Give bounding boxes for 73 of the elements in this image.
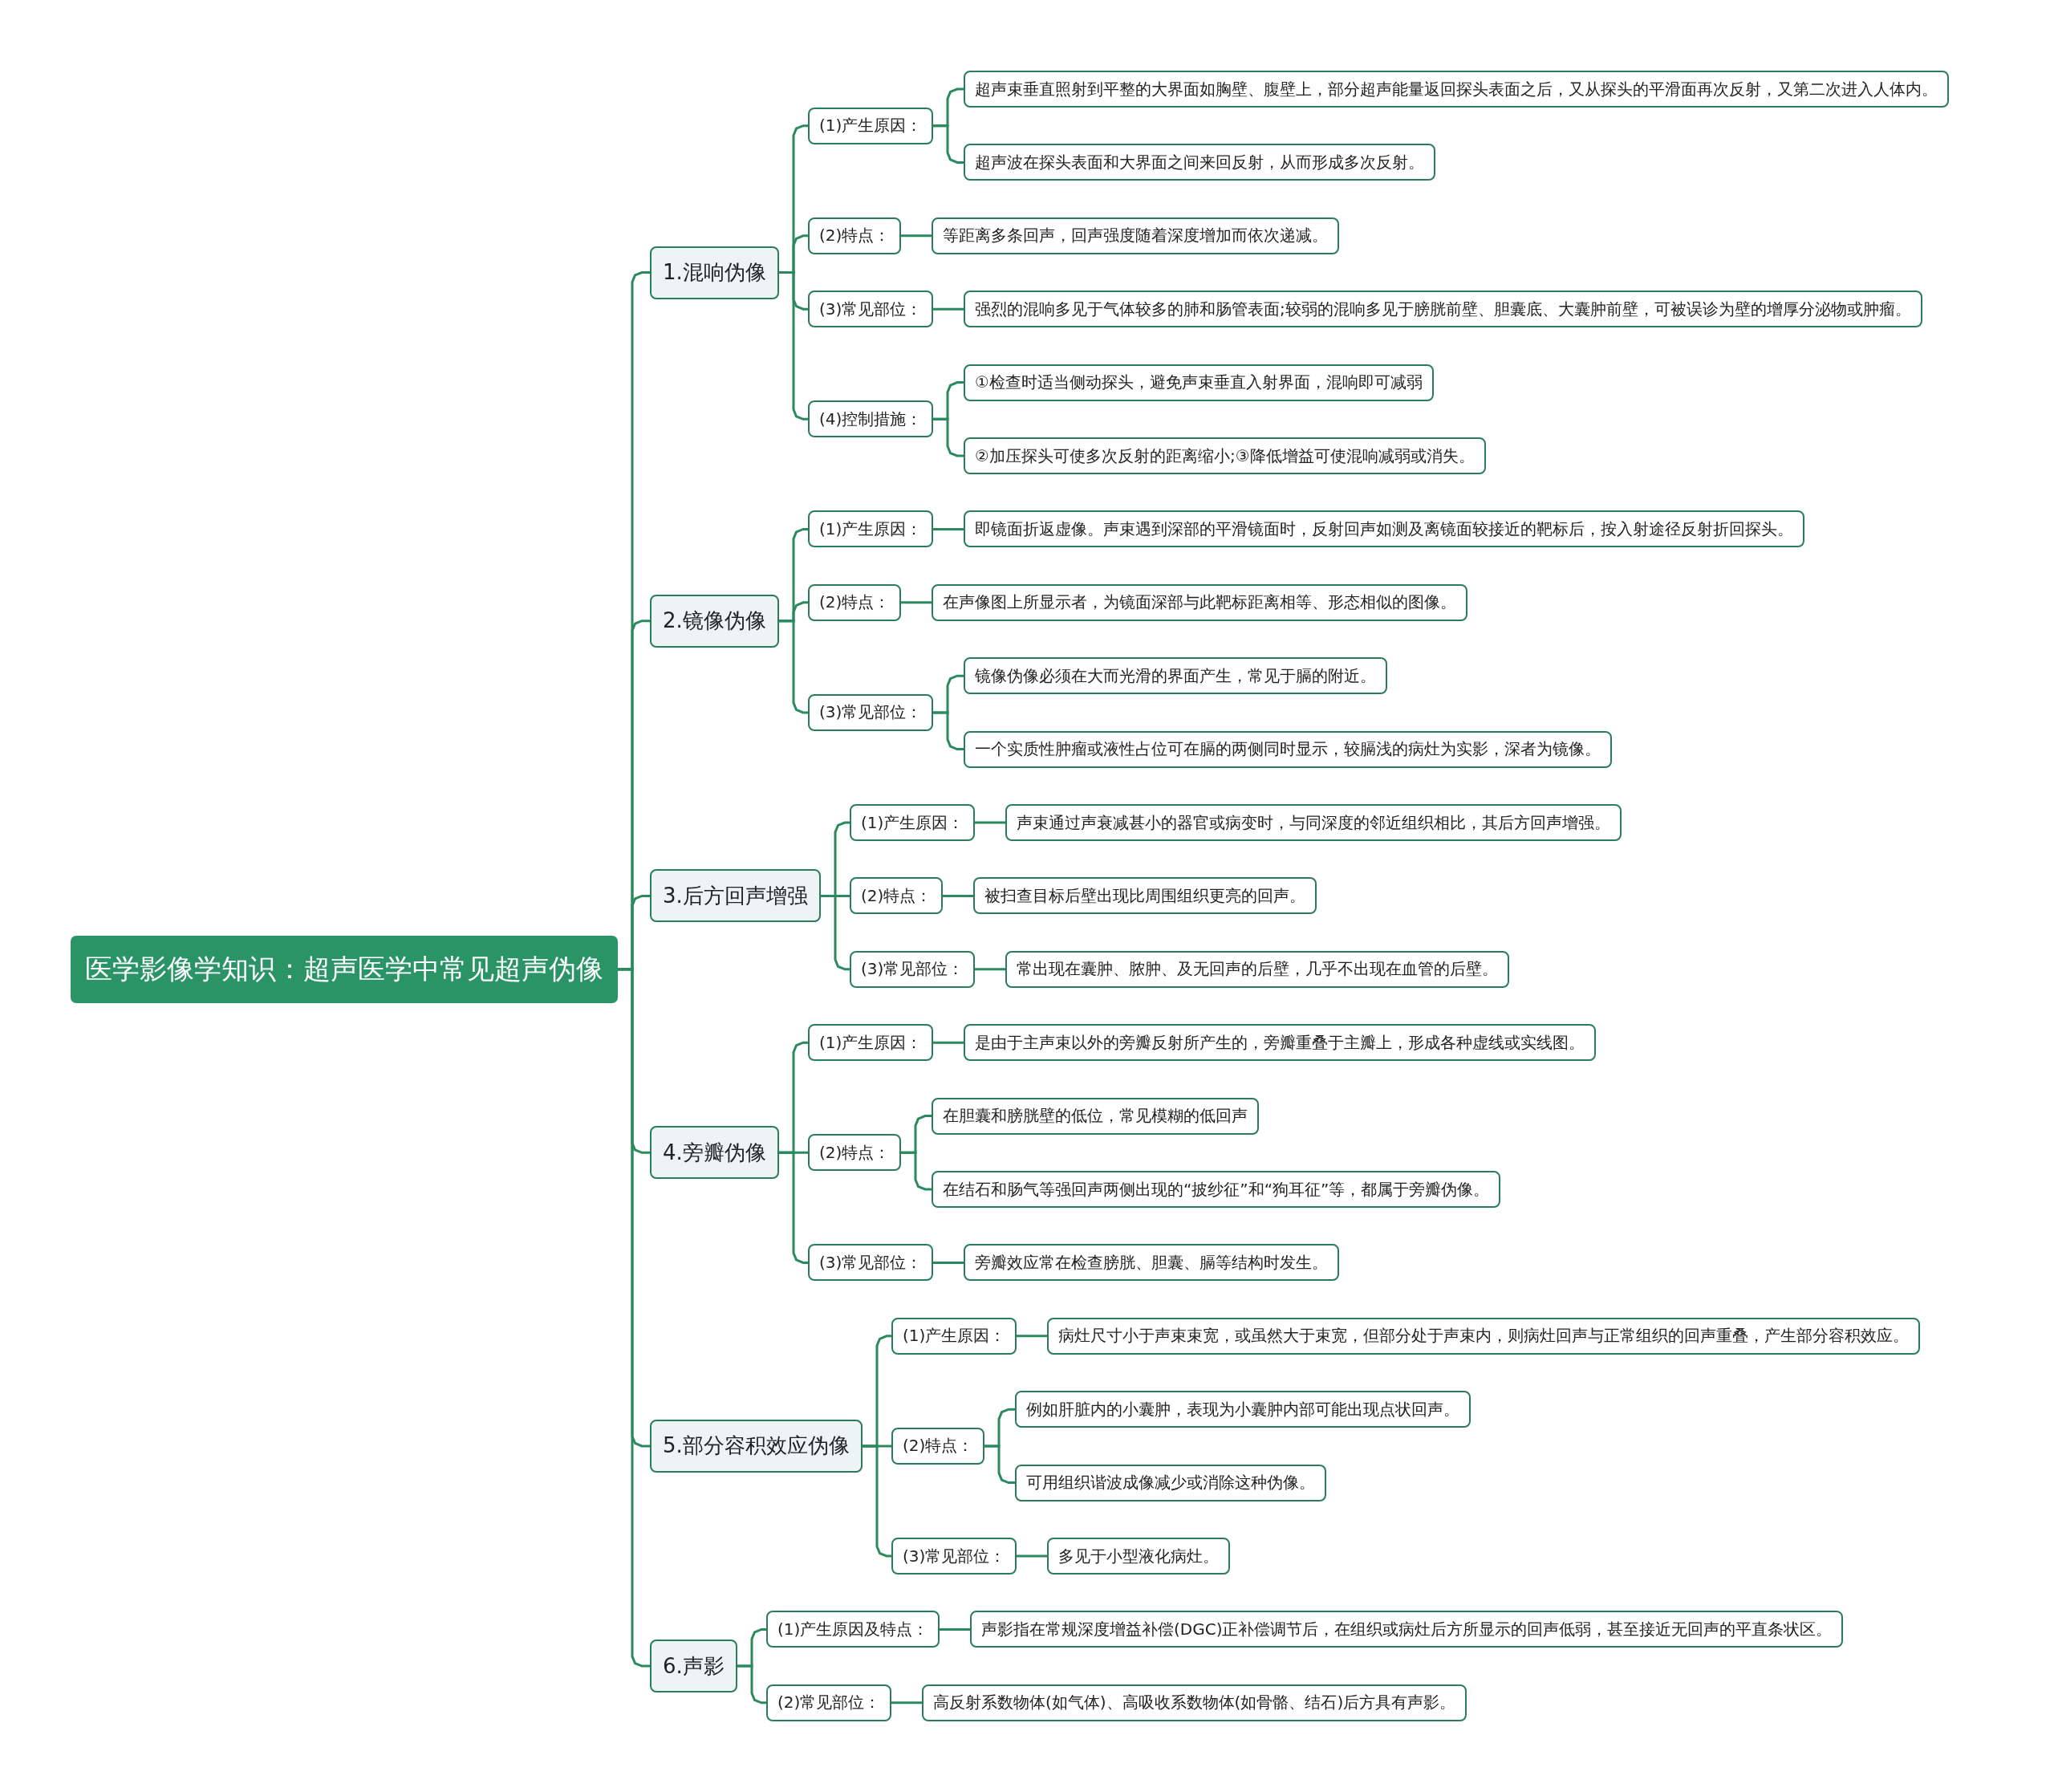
detail-note: ①检查时适当侧动探头，避免声束垂直入射界面，混响即可减弱: [964, 364, 1434, 401]
detail-note: 超声波在探头表面和大界面之间来回反射，从而形成多次反射。: [964, 144, 1435, 181]
connector-line: [1017, 1554, 1047, 1558]
detail-note: 强烈的混响多见于气体较多的肺和肠管表面;较弱的混响多见于膀胱前壁、胆囊底、大囊肿前壁，可被误诊为壁的增厚分泌物或肿瘤。: [964, 291, 1922, 328]
detail-note: 高反射系数物体(如气体)、高吸收系数物体(如骨骼、结石)后方具有声影。: [922, 1684, 1467, 1721]
detail-note: 常出现在囊肿、脓肿、及无回声的后壁，几乎不出现在血管的后壁。: [1005, 950, 1509, 988]
subtopic: (2)特点：: [850, 877, 944, 915]
connector-line: [863, 1445, 891, 1558]
connector-line: [984, 1445, 1015, 1485]
connector-line: [737, 1664, 766, 1705]
subtopic: (1)产生原因：: [808, 107, 934, 144]
subtopic: (3)常见部位：: [808, 693, 934, 731]
subtopic: (2)特点：: [808, 217, 902, 254]
subtopic: (2)常见部位：: [766, 1684, 892, 1721]
connector-line: [975, 968, 1005, 971]
subtopic: (1)产生原因：: [850, 804, 976, 841]
connector-line: [901, 1151, 932, 1191]
branch-topic: 3.后方回声增强: [650, 869, 821, 923]
branch-topic: 6.声影: [650, 1640, 737, 1693]
connector-line: [933, 307, 964, 311]
connector-line: [1017, 1335, 1047, 1338]
subtopic: (3)常见部位：: [808, 291, 934, 328]
detail-note: 一个实质性肿瘤或液性占位可在膈的两侧同时显示，较膈浅的病灶为实影，深者为镜像。: [964, 730, 1612, 768]
subtopic: (1)产生原因：: [808, 1024, 934, 1062]
detail-note: 等距离多条回声，回声强度随着深度增加而依次递减。: [932, 217, 1339, 254]
subtopic: (1)产生原因：: [808, 510, 934, 548]
connector-line: [975, 821, 1005, 824]
connector-line: [901, 601, 932, 604]
detail-note: 被扫查目标后壁出现比周围组织更亮的回声。: [973, 877, 1317, 915]
detail-note: 超声束垂直照射到平整的大界面如胸壁、腹壁上，部分超声能量返回探头表面之后，又从探头的平滑面再次反射，又第二次进入人体内。: [964, 71, 1949, 108]
connector-line: [779, 620, 808, 714]
connector-line: [618, 968, 650, 1668]
detail-note: 在声像图上所显示者，为镜面深部与此靶标距离相等、形态相似的图像。: [932, 583, 1467, 621]
subtopic: (1)产生原因及特点：: [766, 1611, 940, 1648]
connector-line: [779, 271, 808, 421]
subtopic: (4)控制措施：: [808, 400, 934, 438]
connector-line: [933, 527, 964, 530]
subtopic: (2)特点：: [891, 1427, 985, 1465]
connector-line: [933, 1261, 964, 1264]
subtopic: (1)产生原因：: [891, 1317, 1017, 1355]
subtopic: (3)常见部位：: [850, 950, 976, 988]
detail-note: 是由于主声束以外的旁瓣反射所产生的，旁瓣重叠于主瓣上，形成各种虚线或实线图。: [964, 1024, 1596, 1062]
connector-line: [891, 1701, 922, 1705]
detail-note: 在结石和肠气等强回声两侧出现的“披纱征”和“狗耳征”等，都属于旁瓣伪像。: [932, 1171, 1501, 1208]
connector-line: [779, 1151, 808, 1264]
connector-line: [933, 417, 964, 457]
detail-note: 镜像伪像必须在大而光滑的界面产生，常见于膈的附近。: [964, 657, 1387, 695]
connector-line: [940, 1627, 970, 1631]
detail-note: 多见于小型液化病灶。: [1047, 1538, 1230, 1575]
branch-topic: 1.混响伪像: [650, 246, 779, 299]
subtopic: (2)特点：: [808, 583, 902, 621]
detail-note: 声束通过声衰减甚小的器官或病变时，与同深度的邻近组织相比，其后方回声增强。: [1005, 804, 1622, 841]
central-topic: 医学影像学知识：超声医学中常见超声伪像: [71, 935, 618, 1003]
branch-topic: 5.部分容积效应伪像: [650, 1419, 863, 1473]
detail-note: 旁瓣效应常在检查膀胱、胆囊、膈等结构时发生。: [964, 1244, 1339, 1282]
detail-note: ②加压探头可使多次反射的距离缩小;③降低增益可使混响减弱或消失。: [964, 437, 1486, 474]
detail-note: 即镜面折返虚像。声束遇到深部的平滑镜面时，反射回声如测及离镜面较接近的靶标后，按入射途径反射折回探头。: [964, 510, 1804, 548]
subtopic: (3)常见部位：: [808, 1244, 934, 1282]
subtopic: (2)特点：: [808, 1134, 902, 1172]
connector-line: [933, 1041, 964, 1044]
branch-topic: 2.镜像伪像: [650, 594, 779, 648]
connector-line: [933, 124, 964, 164]
subtopic: (3)常见部位：: [891, 1538, 1017, 1575]
detail-note: 例如肝脏内的小囊肿，表现为小囊肿内部可能出现点状回声。: [1015, 1391, 1471, 1428]
branch-topic: 4.旁瓣伪像: [650, 1126, 779, 1180]
detail-note: 可用组织谐波成像减少或消除这种伪像。: [1015, 1464, 1326, 1501]
detail-note: 在胆囊和膀胱壁的低位，常见模糊的低回声: [932, 1097, 1259, 1135]
connector-line: [933, 711, 964, 751]
detail-note: 病灶尺寸小于声束束宽，或虽然大于束宽，但部分处于声束内，则病灶回声与正常组织的回声重叠，产生部分容积效应。: [1047, 1317, 1920, 1355]
connector-line: [901, 234, 932, 238]
detail-note: 声影指在常规深度增益补偿(DGC)正补偿调节后，在组织或病灶后方所显示的回声低弱，甚至接近无回声的平直条状区。: [970, 1611, 1844, 1648]
connector-line: [821, 894, 850, 971]
connector-line: [943, 894, 973, 897]
